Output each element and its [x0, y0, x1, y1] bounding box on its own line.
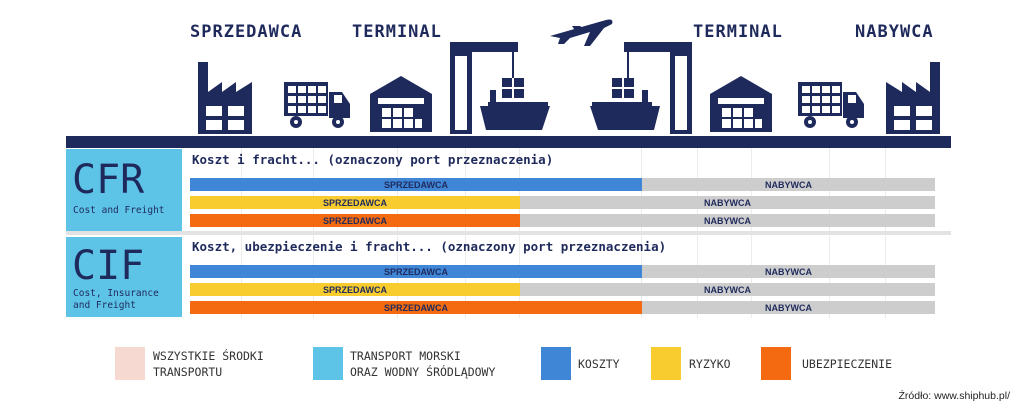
cif-insurance-buyer-bar: NABYWCA — [642, 301, 935, 314]
legend-insurance: UBEZPIECZENIE — [802, 357, 893, 371]
source-credit: Źródło: www.shiphub.pl/ — [898, 390, 1010, 402]
cif-risk-buyer-bar: NABYWCA — [520, 283, 935, 296]
terminal-left-header: TERMINAL — [352, 22, 442, 42]
truck-icon — [798, 82, 864, 128]
cif-costs-buyer-bar: NABYWCA — [642, 265, 935, 278]
cif-code: CIF — [72, 243, 145, 289]
warehouse-icon — [710, 76, 772, 132]
cfr-insurance-seller-bar: SPRZEDAWCA — [190, 214, 520, 227]
truck-icon — [284, 82, 350, 128]
section-divider — [66, 231, 951, 235]
legend-swatch-all-transport — [115, 347, 145, 380]
cfr-costs-buyer-bar: NABYWCA — [642, 178, 935, 191]
factory-icon — [198, 62, 252, 134]
cfr-costs-seller-bar: SPRZEDAWCA — [190, 178, 642, 191]
legend-all-transport: WSZYSTKIE ŚRODKI TRANSPORTU — [153, 349, 264, 379]
cfr-title: Koszt i fracht... (oznaczony port przezn… — [192, 152, 554, 167]
ground-line — [66, 136, 951, 148]
legend-risk: RYZYKO — [689, 357, 731, 371]
cif-costs-seller-bar: SPRZEDAWCA — [190, 265, 642, 278]
cif-label-box: CIF Cost, Insurance and Freight — [66, 237, 182, 317]
cif-description-line2: and Freight — [73, 300, 136, 311]
cif-insurance-seller-bar: SPRZEDAWCA — [190, 301, 642, 314]
buyer-header: NABYWCA — [855, 22, 934, 42]
legend-swatch-insurance — [761, 347, 791, 380]
warehouse-icon — [370, 76, 432, 132]
seller-header: SPRZEDAWCA — [190, 22, 303, 42]
crane-ship-icon — [450, 42, 550, 134]
cfr-insurance-buyer-bar: NABYWCA — [520, 214, 935, 227]
cif-risk-seller-bar: SPRZEDAWCA — [190, 283, 520, 296]
cfr-description: Cost and Freight — [73, 205, 165, 216]
factory-icon — [886, 62, 940, 134]
airplane-icon — [550, 19, 613, 46]
legend-sea-transport: TRANSPORT MORSKI ORAZ WODNY ŚRÓDLĄDOWY — [350, 349, 496, 379]
legend-swatch-risk — [651, 347, 681, 380]
terminal-right-header: TERMINAL — [693, 22, 783, 42]
legend-swatch-costs — [541, 347, 571, 380]
cif-description-line1: Cost, Insurance — [73, 288, 159, 299]
legend-swatch-sea-transport — [313, 347, 343, 380]
cfr-risk-seller-bar: SPRZEDAWCA — [190, 196, 520, 209]
cif-title: Koszt, ubezpieczenie i fracht... (oznacz… — [192, 239, 667, 254]
cfr-code: CFR — [72, 157, 145, 203]
ship-crane-icon — [590, 42, 692, 134]
cfr-risk-buyer-bar: NABYWCA — [520, 196, 935, 209]
cfr-label-box: CFR Cost and Freight — [66, 149, 182, 231]
legend-costs: KOSZTY — [578, 357, 620, 371]
